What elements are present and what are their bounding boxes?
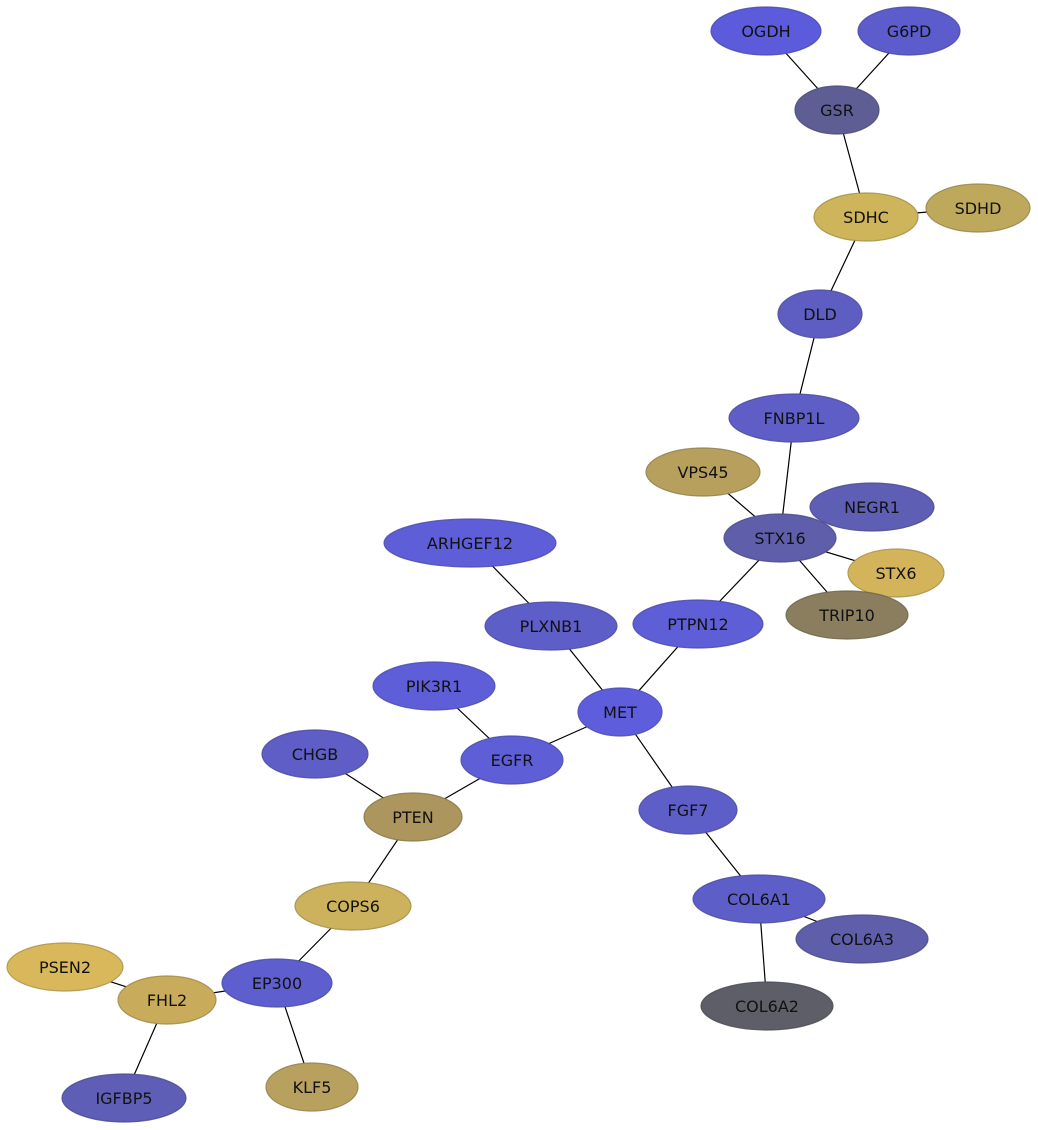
- node-ellipse: [577, 687, 663, 737]
- node-ellipse: [777, 289, 863, 339]
- node-plxnb1[interactable]: PLXNB1: [484, 601, 618, 651]
- node-stx16[interactable]: STX16: [723, 513, 837, 563]
- node-ellipse: [723, 513, 837, 563]
- node-ellipse: [925, 183, 1031, 233]
- node-label: OGDH: [741, 22, 790, 41]
- node-label: TRIP10: [818, 606, 875, 625]
- node-ptpn12[interactable]: PTPN12: [632, 599, 764, 649]
- node-vps45[interactable]: VPS45: [645, 447, 761, 497]
- node-col6a2[interactable]: COL6A2: [700, 981, 834, 1031]
- node-label: SDHC: [843, 208, 889, 227]
- node-g6pd[interactable]: G6PD: [857, 6, 961, 56]
- node-label: GSR: [820, 101, 854, 120]
- node-label: CHGB: [292, 745, 339, 764]
- node-ellipse: [692, 874, 826, 924]
- node-ellipse: [638, 785, 738, 835]
- node-ellipse: [795, 914, 929, 964]
- node-label: VPS45: [677, 463, 728, 482]
- node-arhgef12[interactable]: ARHGEF12: [383, 518, 557, 568]
- node-sdhc[interactable]: SDHC: [813, 192, 919, 242]
- node-col6a1[interactable]: COL6A1: [692, 874, 826, 924]
- node-klf5[interactable]: KLF5: [265, 1062, 359, 1112]
- node-ellipse: [728, 393, 860, 443]
- node-label: PTEN: [392, 808, 434, 827]
- node-label: PSEN2: [39, 958, 91, 977]
- node-label: IGFBP5: [95, 1089, 152, 1108]
- node-ellipse: [847, 548, 945, 598]
- node-label: COL6A3: [830, 930, 894, 949]
- node-label: FGF7: [668, 801, 709, 820]
- node-ellipse: [785, 590, 909, 640]
- node-pten[interactable]: PTEN: [363, 792, 463, 842]
- node-ellipse: [857, 6, 961, 56]
- node-ellipse: [61, 1073, 187, 1123]
- node-label: STX16: [754, 529, 805, 548]
- node-ellipse: [261, 729, 369, 779]
- node-igfbp5[interactable]: IGFBP5: [61, 1073, 187, 1123]
- node-pik3r1[interactable]: PIK3R1: [372, 661, 496, 711]
- node-trip10[interactable]: TRIP10: [785, 590, 909, 640]
- node-sdhd[interactable]: SDHD: [925, 183, 1031, 233]
- node-label: FNBP1L: [764, 409, 825, 428]
- node-cops6[interactable]: COPS6: [294, 881, 412, 931]
- node-ellipse: [221, 958, 333, 1008]
- node-fnbp1l[interactable]: FNBP1L: [728, 393, 860, 443]
- node-ellipse: [794, 85, 880, 135]
- node-egfr[interactable]: EGFR: [460, 735, 564, 785]
- node-ellipse: [383, 518, 557, 568]
- node-met[interactable]: MET: [577, 687, 663, 737]
- node-label: NEGR1: [844, 498, 900, 517]
- node-psen2[interactable]: PSEN2: [6, 942, 124, 992]
- node-ellipse: [700, 981, 834, 1031]
- node-stx6[interactable]: STX6: [847, 548, 945, 598]
- node-label: STX6: [875, 564, 916, 583]
- node-ellipse: [6, 942, 124, 992]
- node-label: G6PD: [887, 22, 932, 41]
- node-ellipse: [117, 975, 217, 1025]
- node-ellipse: [265, 1062, 359, 1112]
- node-negr1[interactable]: NEGR1: [809, 482, 935, 532]
- node-ellipse: [632, 599, 764, 649]
- node-label: PIK3R1: [406, 677, 462, 696]
- node-label: PTPN12: [667, 615, 728, 634]
- node-label: SDHD: [955, 199, 1002, 218]
- node-dld[interactable]: DLD: [777, 289, 863, 339]
- node-ellipse: [363, 792, 463, 842]
- node-label: EGFR: [491, 751, 534, 770]
- node-ogdh[interactable]: OGDH: [710, 6, 822, 56]
- node-ellipse: [710, 6, 822, 56]
- node-label: DLD: [803, 305, 837, 324]
- node-chgb[interactable]: CHGB: [261, 729, 369, 779]
- nodes-layer: OGDH G6PD GSR SDHC SDHD DLD FNBP1L VPS45NEGR1ST…: [6, 6, 1031, 1123]
- node-ellipse: [372, 661, 496, 711]
- node-label: KLF5: [293, 1078, 332, 1097]
- node-label: COL6A1: [727, 890, 791, 909]
- node-gsr[interactable]: GSR: [794, 85, 880, 135]
- node-ellipse: [813, 192, 919, 242]
- node-col6a3[interactable]: COL6A3: [795, 914, 929, 964]
- node-label: ARHGEF12: [427, 534, 513, 553]
- node-label: FHL2: [147, 991, 187, 1010]
- node-label: COL6A2: [735, 997, 799, 1016]
- node-ep300[interactable]: EP300: [221, 958, 333, 1008]
- node-fhl2[interactable]: FHL2: [117, 975, 217, 1025]
- node-ellipse: [484, 601, 618, 651]
- node-ellipse: [645, 447, 761, 497]
- node-fgf7[interactable]: FGF7: [638, 785, 738, 835]
- node-ellipse: [809, 482, 935, 532]
- node-label: EP300: [252, 974, 302, 993]
- node-ellipse: [294, 881, 412, 931]
- node-ellipse: [460, 735, 564, 785]
- node-label: PLXNB1: [520, 617, 583, 636]
- node-label: MET: [603, 703, 637, 722]
- node-label: COPS6: [326, 897, 380, 916]
